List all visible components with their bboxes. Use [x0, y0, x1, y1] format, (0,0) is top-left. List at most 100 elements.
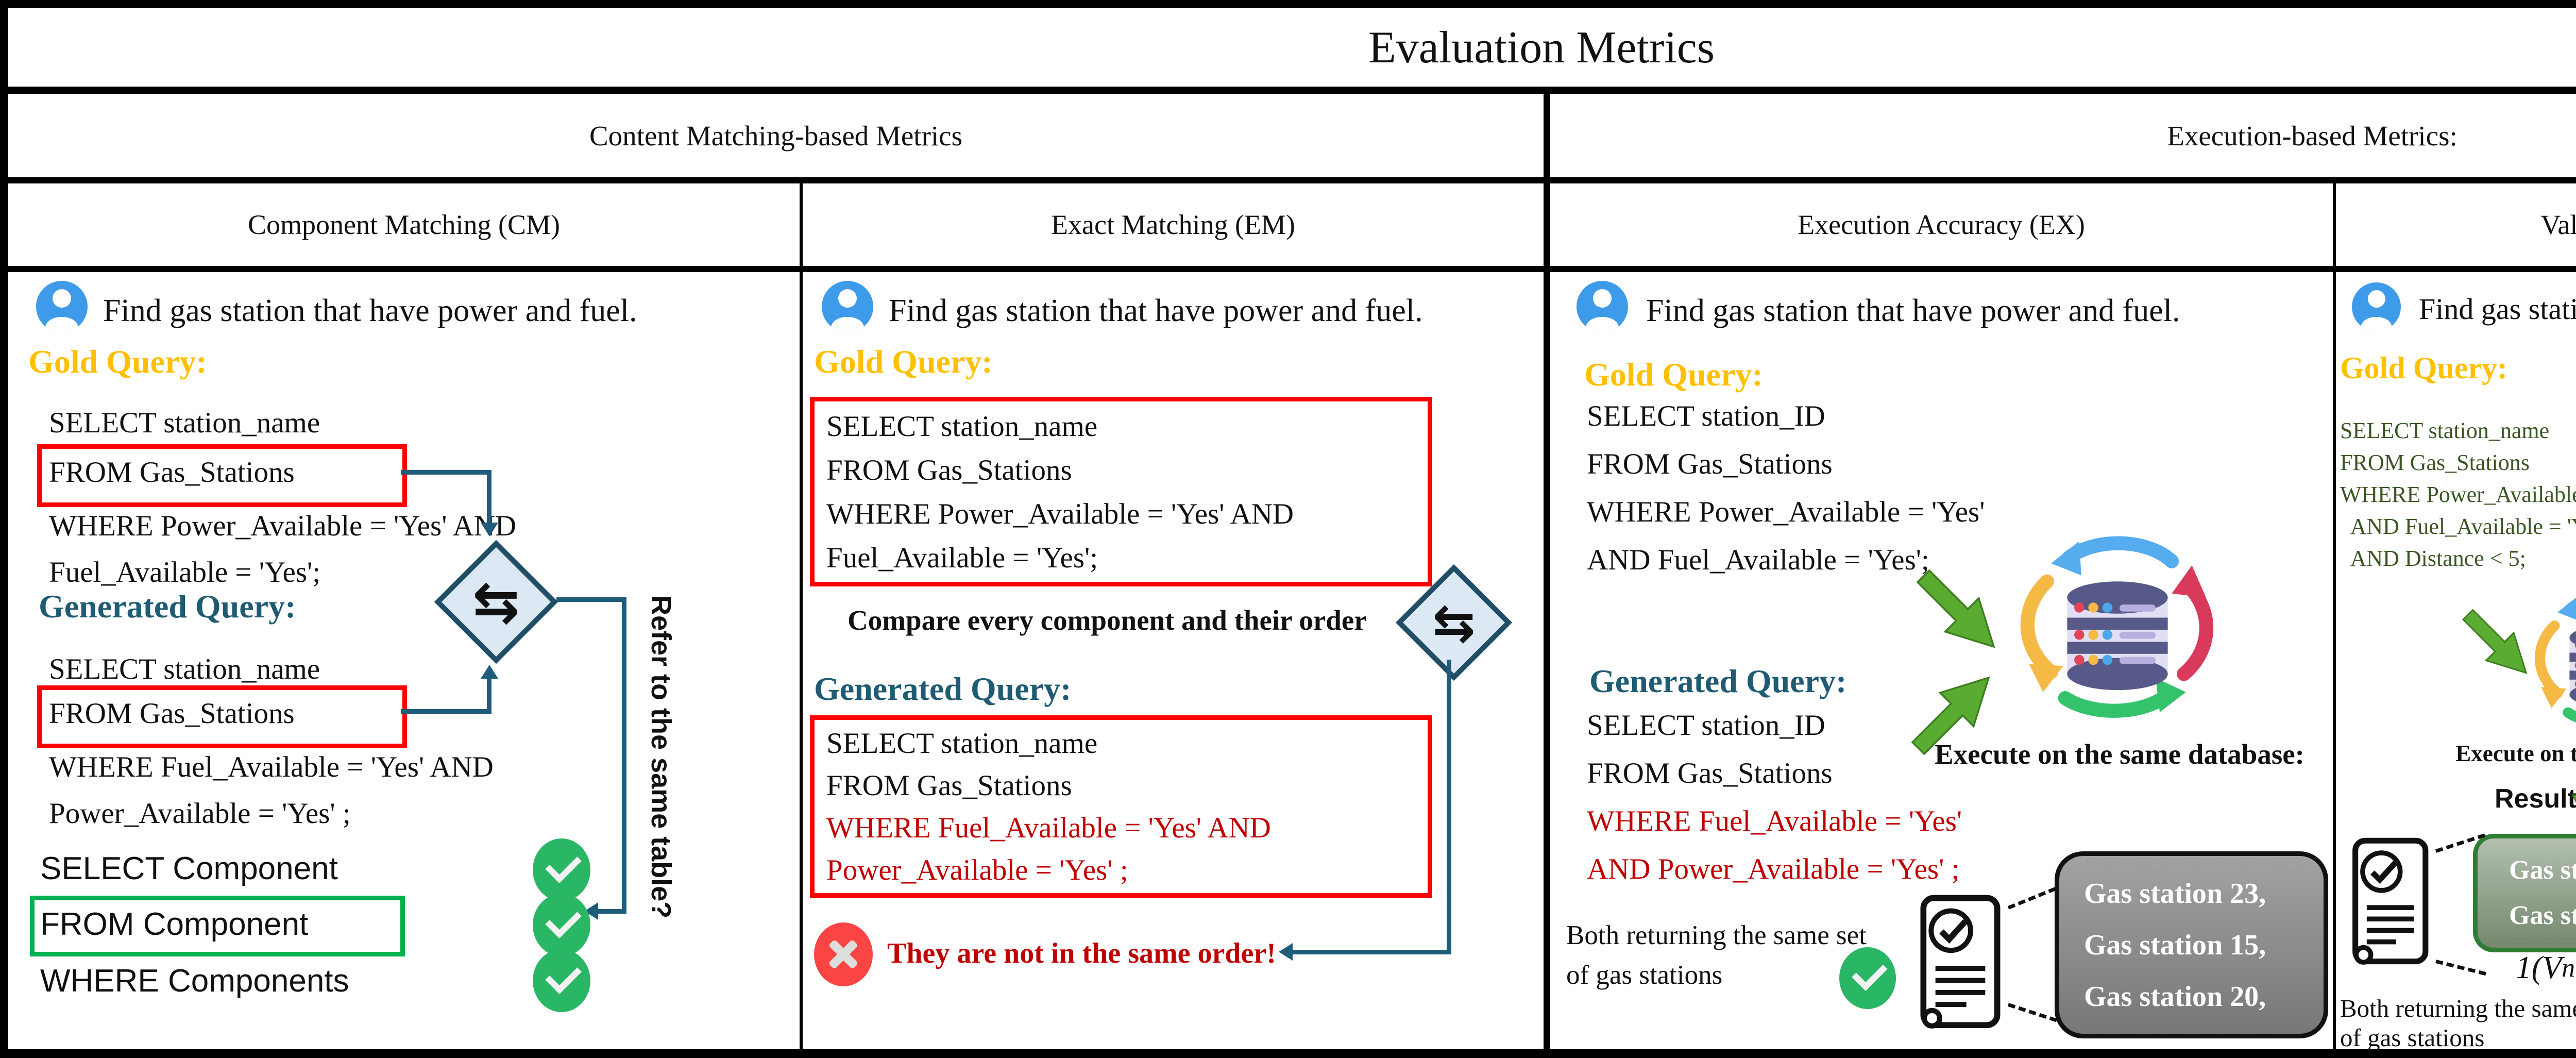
flow-arrowhead-down [481, 523, 498, 536]
em-gold-sql-line: WHERE Power_Available = 'Yes' AND [826, 498, 1294, 530]
ex-both-note-line2: of gas stations [1566, 960, 1723, 990]
column-header-ves: Valid Efficiency Score (VES) [2540, 209, 2576, 240]
flow-line [1292, 950, 1451, 954]
ex-question-text: Find gas station that have power and fue… [1646, 293, 2180, 328]
green-arrow-icon [2462, 609, 2528, 674]
ex-gold-query-label: Gold Query: [1584, 356, 1763, 393]
flow-line [1447, 660, 1451, 954]
database-sync-icon [2534, 597, 2576, 723]
ves-gold-sql-line: FROM Gas_Stations [2340, 450, 2530, 475]
cm-em-divider [800, 183, 803, 1049]
user-avatar-icon [36, 281, 88, 332]
cm-generated-sql-line: Power_Available = 'Yes' ; [49, 797, 351, 830]
cm-gold-sql-line: SELECT station_name [49, 407, 320, 439]
cm-question-text: Find gas station that have power and fue… [103, 293, 637, 328]
formula-part: , V̂ [2575, 950, 2576, 986]
ves-result-label: Result: [2495, 784, 2576, 814]
flow-line [401, 470, 492, 475]
title-divider [8, 87, 2576, 94]
ves-gold-sql-line: AND Distance < 5; [2340, 546, 2526, 571]
ves-execute-note: Execute on the same database: [2455, 741, 2576, 766]
database-sync-icon [2020, 536, 2214, 718]
em-generated-sql-line-red: WHERE Fuel_Available = 'Yes' AND [826, 812, 1271, 844]
cm-from-component-box [30, 896, 405, 956]
ves-gold-query-label: Gold Query: [2340, 351, 2507, 385]
ex-gold-sql-line: SELECT station_ID [1587, 400, 1825, 432]
ex-generated-query-label: Generated Query: [1589, 663, 1847, 699]
ex-result-row: Gas station 23, [2084, 877, 2266, 910]
flow-line [487, 470, 492, 525]
cm-side-question-vertical: Refer to the same table? [646, 595, 676, 919]
group-header-content-matching: Content Matching-based Metrics [589, 120, 962, 152]
ex-gold-sql-line: FROM Gas_Stations [1587, 448, 1833, 480]
column-header-em: Exact Matching (EM) [1051, 209, 1295, 240]
ves-gold-sql-line: SELECT station_name [2340, 418, 2550, 443]
user-avatar-icon [1577, 281, 1628, 332]
em-gold-sql-line: FROM Gas_Stations [826, 454, 1072, 486]
flow-line [556, 597, 626, 602]
cm-generated-sql-line: FROM Gas_Stations [49, 697, 295, 730]
ex-execute-note: Execute on the same database: [1935, 738, 2304, 770]
em-question-text: Find gas station that have power and fue… [889, 293, 1423, 328]
green-arrow-icon [1911, 676, 1990, 755]
em-gold-query-label: Gold Query: [814, 343, 993, 380]
formula-sub: n [2562, 953, 2575, 983]
flow-line [622, 597, 626, 912]
center-column-divider [1544, 94, 1550, 1049]
em-mismatch-note: They are not in the same order! [887, 937, 1276, 969]
check-icon [533, 894, 590, 956]
user-avatar-icon [2352, 282, 2401, 331]
ves-result-row: Gas station 23, [2509, 855, 2576, 885]
ex-gold-sql-line: AND Fuel_Available = 'Yes'; [1587, 544, 1929, 576]
cm-generated-sql-line: WHERE Fuel_Available = 'Yes' AND [49, 751, 494, 783]
group-divider [8, 177, 2576, 183]
cross-icon [814, 922, 873, 986]
cm-gold-sql-line: FROM Gas_Stations [49, 456, 295, 489]
em-generated-query-box [810, 715, 1432, 898]
flow-line [401, 709, 492, 714]
em-gold-sql-line: SELECT station_name [826, 410, 1098, 443]
em-generated-query-label: Generated Query: [814, 670, 1072, 707]
ex-generated-sql-line: FROM Gas_Stations [1587, 757, 1833, 790]
flow-arrowhead-left [1279, 943, 1293, 961]
green-arrow-icon [1916, 569, 1995, 648]
flow-arrowhead-up [481, 665, 498, 679]
ex-ves-divider [2333, 183, 2336, 1049]
em-gold-sql-line: Fuel_Available = 'Yes'; [826, 542, 1098, 574]
sync-icon: ⇆ [1432, 592, 1476, 653]
ves-both-note-line1: Both returning the same set [2340, 994, 2576, 1022]
cm-generated-from-highlight-box [37, 685, 407, 748]
formula-part: 1(V [2515, 950, 2562, 985]
ex-result-bubble: Gas station 23, Gas station 15, Gas stat… [2055, 851, 2328, 1038]
ves-question-text: Find gas station that have power and fue… [2419, 292, 2576, 326]
ves-result-row: Gas station 15, [2509, 901, 2576, 930]
ex-generated-sql-line: SELECT station_ID [1587, 709, 1825, 742]
cm-generated-sql-line: SELECT station_name [49, 653, 320, 685]
ex-generated-sql-line-red: AND Power_Available = 'Yes' ; [1587, 853, 1960, 885]
ex-result-row: Gas station 20, [2084, 980, 2266, 1013]
em-generated-sql-line: SELECT station_name [826, 727, 1098, 760]
cm-gold-sql-line: Fuel_Available = 'Yes'; [49, 556, 321, 589]
column-header-ex: Execution Accuracy (EX) [1798, 209, 2085, 240]
cm-gold-query-label: Gold Query: [28, 343, 207, 380]
ex-both-note-line1: Both returning the same set [1566, 920, 1867, 950]
ves-result-box: Gas station 23, Gas station 15, [2473, 834, 2576, 952]
em-compare-note: Compare every component and their order [848, 604, 1367, 636]
ex-gold-sql-line: WHERE Power_Available = 'Yes' [1587, 496, 1985, 528]
flow-line [487, 678, 492, 712]
ves-gold-sql-line: WHERE Power_Available = 'Yes' [2340, 482, 2576, 507]
cm-gold-from-highlight-box [37, 444, 407, 507]
avatar-head [53, 289, 71, 308]
avatar-body [45, 317, 78, 332]
avatar-head [2367, 290, 2385, 308]
column-header-cm: Component Matching (CM) [248, 209, 560, 240]
group-header-execution: Execution-based Metrics: [2167, 120, 2458, 152]
check-icon [533, 949, 590, 1012]
avatar-body [2361, 316, 2392, 331]
result-scroll-icon [1920, 895, 2001, 1029]
sync-icon: ⇆ [472, 569, 520, 635]
cm-select-component: SELECT Component [40, 851, 338, 886]
avatar-head [838, 289, 857, 308]
check-icon [533, 838, 590, 901]
